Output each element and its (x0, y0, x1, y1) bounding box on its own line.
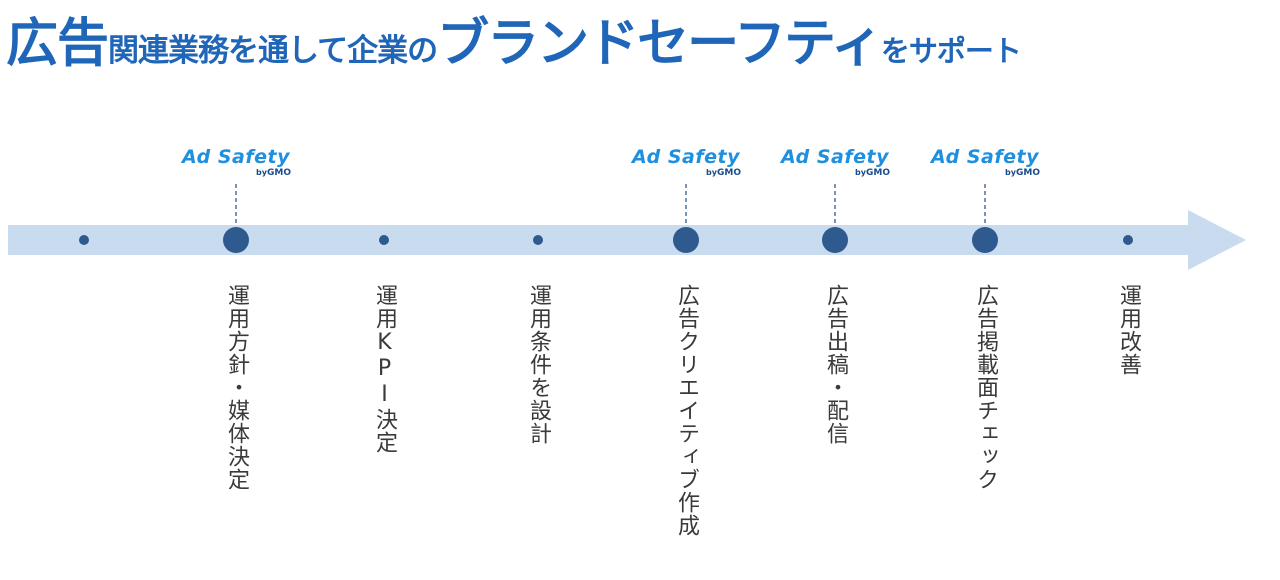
timeline-arrow (8, 210, 1246, 270)
step-label: 運用方針・媒体決定 (224, 284, 249, 491)
headline-part-1: 広告 (6, 14, 109, 74)
headline-part-3: ブランドセーフティ (437, 14, 883, 74)
major-step-node (673, 227, 699, 253)
headline-part-2: 関連業務を通して企業の (108, 33, 438, 69)
major-step-node (822, 227, 848, 253)
logo-wordmark: Ad Safety (632, 146, 740, 168)
logo-wordmark: Ad Safety (931, 146, 1039, 168)
headline-part-4: をサポート (880, 34, 1022, 68)
logo-byline: byGMO (855, 168, 890, 178)
step-label: 運用改善 (1116, 284, 1141, 376)
minor-step-node (533, 235, 543, 245)
logo-wordmark: Ad Safety (781, 146, 889, 168)
minor-step-node (1123, 235, 1133, 245)
step-label: 広告クリエイティブ作成 (674, 284, 699, 537)
major-step-node (223, 227, 249, 253)
logo-wordmark: Ad Safety (182, 146, 290, 168)
step-label: 広告出稿・配信 (823, 284, 848, 445)
logo-byline: byGMO (256, 168, 291, 178)
logo-byline: byGMO (706, 168, 741, 178)
logo-byline: byGMO (1005, 168, 1040, 178)
minor-step-node (79, 235, 89, 245)
step-label: 運用KPI決定 (372, 284, 397, 454)
major-step-node (972, 227, 998, 253)
step-label: 広告掲載面チェック (973, 284, 998, 491)
minor-step-node (379, 235, 389, 245)
step-label: 運用条件を設計 (526, 284, 551, 445)
page-headline: 広告関連業務を通して企業のブランドセーフティをサポート (6, 6, 1278, 82)
